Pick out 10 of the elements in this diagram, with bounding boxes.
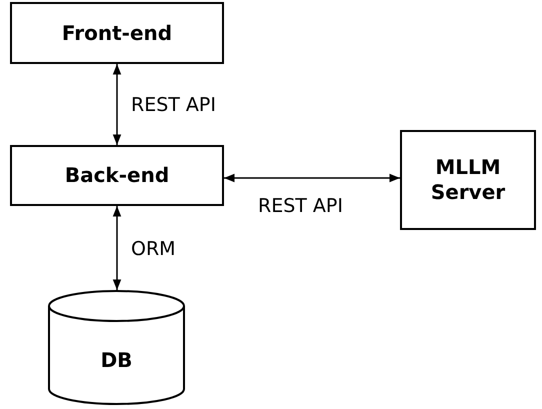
process-box (10, 2, 224, 64)
double-arrow (112, 206, 122, 290)
node-label: Back-end (64, 163, 170, 188)
process-box (400, 130, 536, 230)
node-label: DB (100, 348, 132, 373)
double-arrow (112, 64, 122, 145)
node-label: Front-end (62, 20, 172, 46)
double-arrow (224, 174, 400, 182)
node-label: MLLM Server (430, 155, 506, 205)
process-box (10, 145, 224, 206)
